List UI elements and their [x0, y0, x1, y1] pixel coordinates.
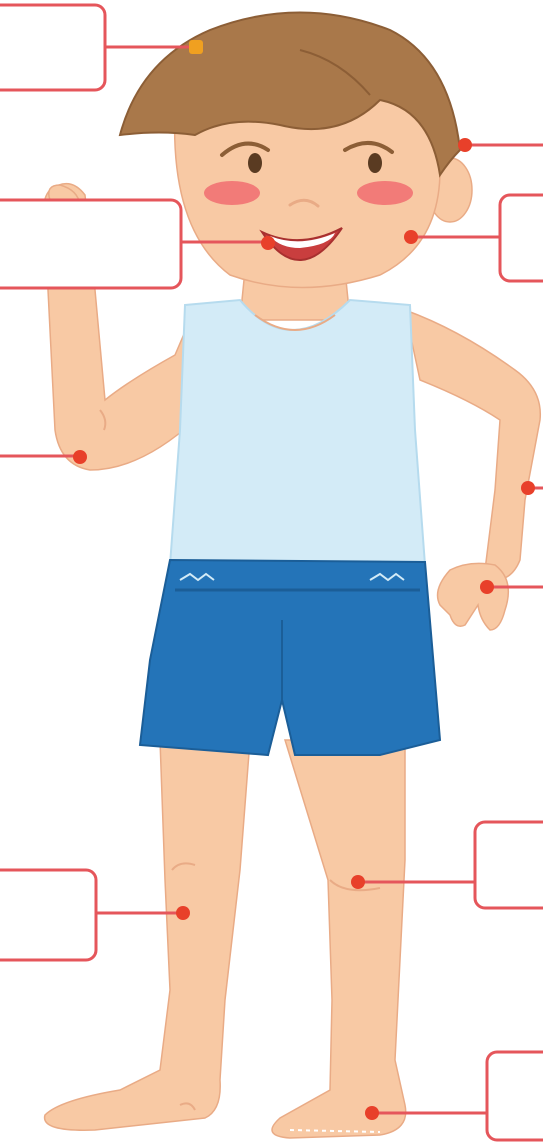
- hip-arm-shape: [405, 310, 540, 580]
- marker-wrist: [521, 481, 535, 495]
- shorts: [140, 560, 440, 755]
- right-cheek: [357, 181, 413, 205]
- left-cheek: [204, 181, 260, 205]
- label-box-knee-left[interactable]: [475, 822, 543, 908]
- tank-top: [170, 300, 425, 565]
- boy-figure: [43, 13, 540, 1139]
- marker-cheek: [404, 230, 418, 244]
- marker-head: [189, 40, 203, 54]
- hand-shape: [438, 563, 509, 630]
- marker-elbow: [73, 450, 87, 464]
- label-box-mouth[interactable]: [0, 200, 181, 288]
- label-box-head[interactable]: [0, 5, 105, 90]
- left-eye: [248, 153, 262, 173]
- legs: [45, 740, 406, 1138]
- marker-hand: [480, 580, 494, 594]
- marker-knee-right: [176, 906, 190, 920]
- label-box-cheek[interactable]: [500, 195, 543, 281]
- label-box-knee-right[interactable]: [0, 870, 96, 960]
- marker-ear: [458, 138, 472, 152]
- right-eye: [368, 153, 382, 173]
- marker-ankle: [365, 1106, 379, 1120]
- label-box-ankle[interactable]: [487, 1052, 543, 1140]
- marker-knee-left: [351, 875, 365, 889]
- left-leg: [272, 740, 406, 1138]
- marker-mouth: [261, 236, 275, 250]
